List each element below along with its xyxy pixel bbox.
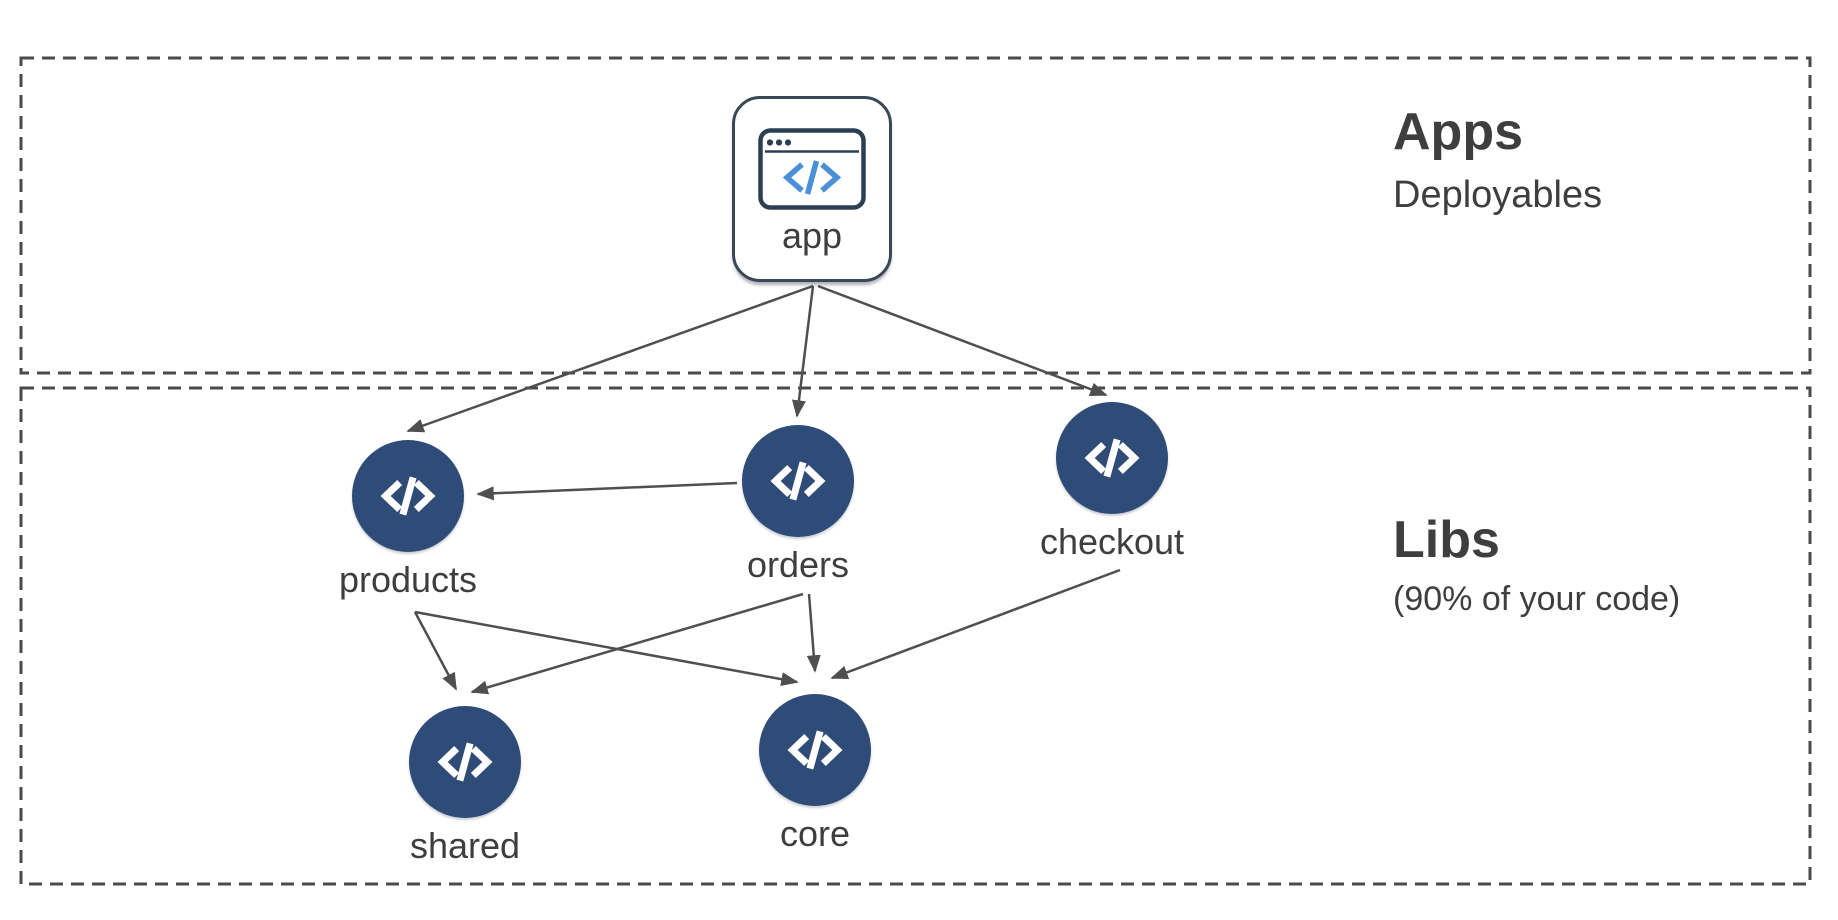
edge-orders-core [806,593,821,673]
apps-title: Apps [1393,103,1523,161]
node-checkout-label: checkout [1039,521,1185,562]
node-orders: orders [742,425,854,583]
node-core-label: core [779,813,851,854]
apps-subtitle: Deployables [1393,174,1603,217]
code-icon [742,425,854,537]
node-products-label: products [338,559,478,600]
edge-app-orders [791,285,815,418]
node-shared-label: shared [409,825,521,866]
apps-section-border [19,56,1812,375]
libs-section-label: Libs (90% of your code) [1393,511,1681,619]
code-icon [1056,402,1168,514]
edge-checkout-core [830,568,1121,680]
edge-app-products [406,284,814,433]
code-icon [759,694,871,806]
node-orders-label: orders [746,544,850,585]
code-icon [409,706,521,818]
browser-code-icon [758,128,866,210]
edge-products-core [414,610,799,687]
libs-subtitle: (90% of your code) [1393,580,1681,619]
edge-app-checkout [817,284,1108,397]
edge-orders-products [476,481,738,501]
node-app-label: app [781,215,843,256]
node-checkout: checkout [1040,402,1184,560]
node-core: core [759,694,871,852]
apps-section-label: Apps Deployables [1393,103,1603,217]
edge-products-shared [413,611,458,691]
edge-orders-shared [470,592,804,695]
libs-title: Libs [1393,511,1500,569]
libs-section-border [19,386,1812,886]
node-app: app [732,96,892,282]
node-shared: shared [409,706,521,864]
node-products: products [339,440,477,598]
code-icon [352,440,464,552]
